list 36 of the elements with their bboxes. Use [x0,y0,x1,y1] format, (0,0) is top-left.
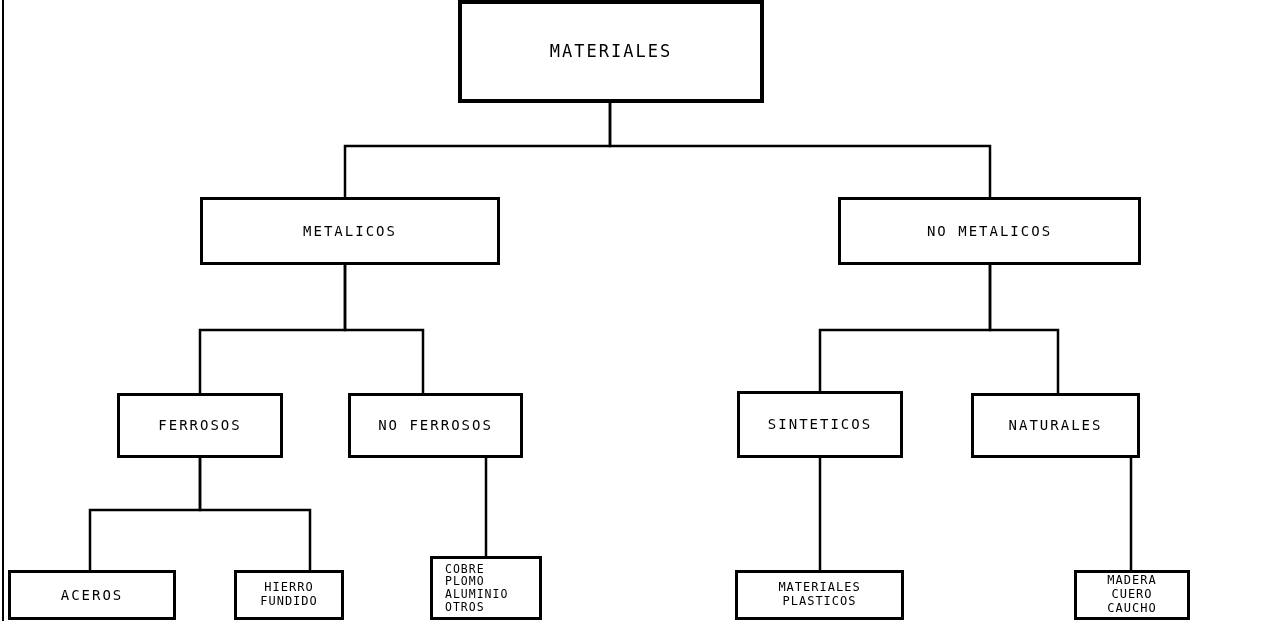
node-label: COBRE [445,562,485,576]
node-label: NO METALICOS [926,222,1053,240]
node-label: HIERRO FUNDIDO [259,581,319,609]
node-label: METALICOS [303,222,397,240]
connector-line [1129,458,1133,570]
connector-line [818,458,822,570]
connector-line [988,265,1060,393]
category-box [200,197,500,265]
connector-line [198,458,312,570]
node-label: PLOMO [445,575,485,588]
node-label: ALUMINIO [445,588,509,601]
category-box [735,570,904,620]
node-label: FERROSOS [158,417,242,434]
node-label: OTROS [445,600,485,614]
connector-line [484,458,488,556]
category-box [1074,570,1190,620]
category-box [8,570,176,620]
node-label: NO FERROSOS [378,417,493,434]
connector-line [343,265,425,393]
category-box [737,391,903,458]
node-label: SINTETICOS [767,416,873,433]
category-box [971,393,1140,458]
category-box [348,393,523,458]
category-box [234,570,344,620]
node-label: CUERO [1111,588,1153,602]
node-label: CAUCHO [1107,601,1157,616]
category-box [838,197,1141,265]
category-box [430,556,542,620]
category-box [458,0,764,103]
node-label: MADERA [1107,574,1157,589]
connector-line [608,103,992,197]
node-label: MATERIALES PLASTICOS [777,581,862,609]
node-label: NATURALES [1008,417,1103,434]
category-box [117,393,283,458]
node-label: MATERIALES [549,41,673,62]
node-label: ACEROS [60,586,124,604]
